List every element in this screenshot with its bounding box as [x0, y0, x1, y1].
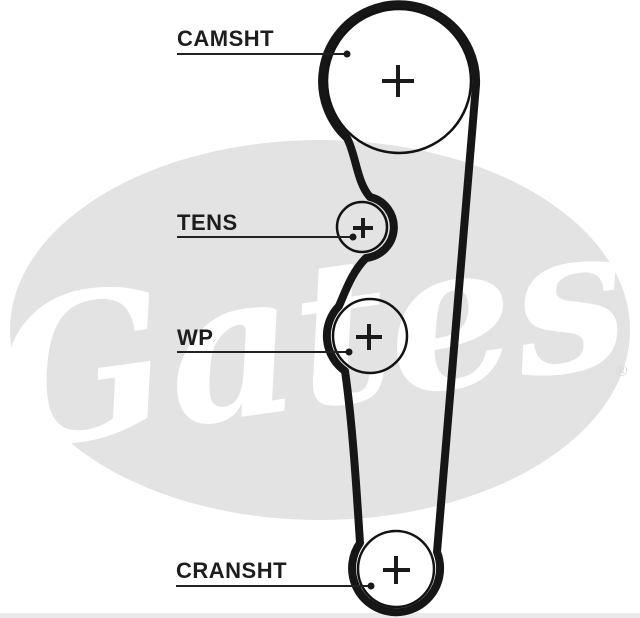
water-pump-label: WP	[177, 325, 213, 350]
camshaft-leader-dot	[343, 50, 351, 58]
gates-watermark: Gates ®	[0, 140, 640, 520]
crankshaft-label: CRANSHT	[176, 558, 287, 583]
crankshaft-pulley	[356, 529, 436, 609]
bottom-edge-strip	[0, 613, 640, 618]
camshaft-center-cross	[382, 65, 414, 97]
water-pump-leader-dot	[345, 348, 353, 356]
tensioner-label: TENS	[177, 210, 238, 235]
pulley-center-marks	[353, 65, 414, 584]
leader-end-dots	[343, 50, 375, 590]
crankshaft-leader-dot	[367, 582, 375, 590]
pulley-circles	[325, 7, 473, 609]
registered-trademark-symbol: ®	[614, 362, 629, 380]
component-labels: CAMSHT TENS WP CRANSHT	[176, 26, 287, 583]
tensioner-center-cross	[353, 218, 373, 238]
crankshaft-center-cross	[383, 556, 410, 584]
camshaft-label: CAMSHT	[177, 26, 274, 51]
tensioner-leader-dot	[349, 233, 357, 241]
watermark-ellipse	[10, 140, 630, 520]
water-pump-pulley	[331, 297, 409, 375]
tensioner-pulley	[335, 200, 389, 254]
camshaft-pulley	[325, 7, 473, 155]
water-pump-center-cross	[356, 324, 382, 350]
timing-belt	[318, 0, 481, 617]
leader-lines	[176, 53, 370, 587]
